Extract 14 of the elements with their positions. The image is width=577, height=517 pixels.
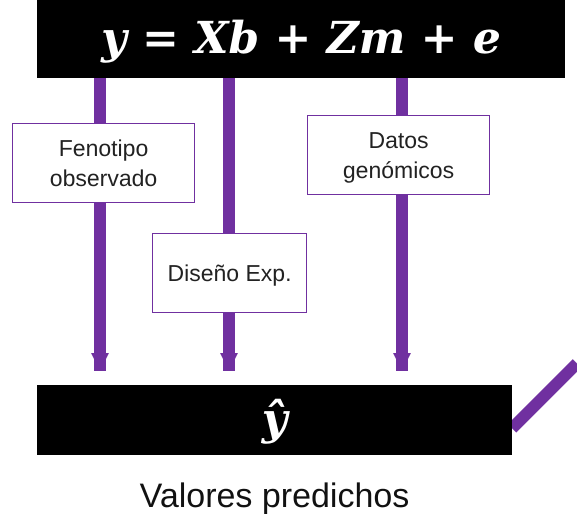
formula-text: ŷ	[262, 398, 288, 442]
label-box	[307, 115, 490, 195]
arrow	[91, 203, 109, 371]
box-label: Fenotipo observado	[48, 134, 158, 193]
box-label: Datos genómicos	[342, 126, 456, 185]
equation-bar	[37, 385, 512, 455]
arrow	[220, 313, 238, 371]
equation-bar	[37, 0, 565, 78]
box-label: Diseño Exp.	[166, 259, 292, 288]
label-box	[152, 233, 307, 313]
label-box	[12, 123, 195, 203]
formula-text: y = Xb + Zm + e	[101, 17, 501, 61]
arrow	[393, 195, 411, 371]
caption-text: Valores predichos	[138, 479, 410, 513]
